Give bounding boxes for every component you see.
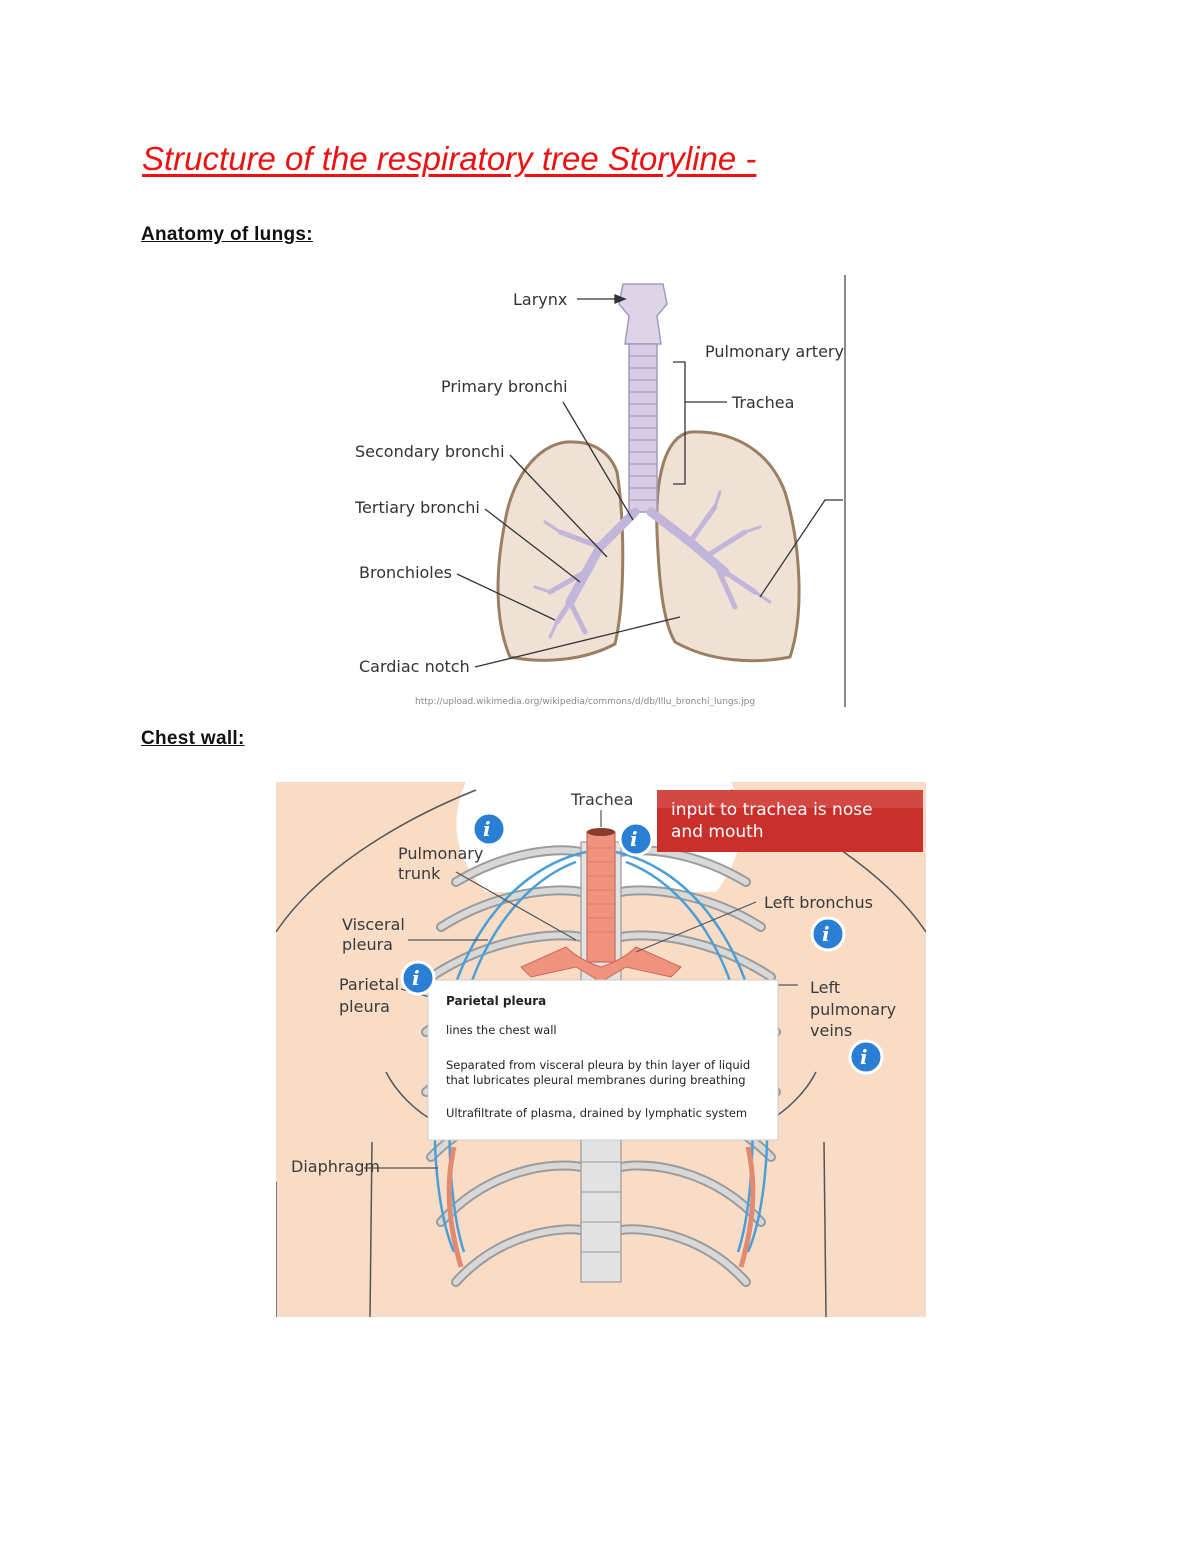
parietal-pleura-popup: Parietal pleura lines the chest wall Sep… xyxy=(427,979,779,1141)
chest-wall-figure: Trachea Pulmonary trunk Visceral pleura … xyxy=(275,782,927,1318)
label-secondary-bronchi: Secondary bronchi xyxy=(355,442,505,461)
chest-label-pulmonary-trunk-line1: Pulmonary xyxy=(398,844,483,863)
chest-label-pulmonary-trunk-line2: trunk xyxy=(398,864,441,883)
info-icon: i xyxy=(483,817,491,841)
info-button-pulmonary-trunk[interactable]: i xyxy=(471,811,507,847)
label-larynx: Larynx xyxy=(513,290,567,309)
chest-label-left-bronchus: Left bronchus xyxy=(764,893,873,912)
info-button-left-bronchus[interactable]: i xyxy=(810,916,846,952)
label-bronchioles: Bronchioles xyxy=(359,563,452,582)
info-button-left-pulmonary-veins[interactable]: i xyxy=(848,1039,884,1075)
info-icon: i xyxy=(860,1045,868,1069)
label-primary-bronchi: Primary bronchi xyxy=(441,377,568,396)
trachea-input-callout: input to trachea is nose and mouth xyxy=(657,790,923,852)
chest-label-left-pulmonary-veins-line2: pulmonary xyxy=(810,1000,896,1019)
section-heading-chest-wall: Chest wall: xyxy=(141,728,245,749)
info-icon: i xyxy=(412,966,420,990)
chest-label-left-pulmonary-veins-line3: veins xyxy=(810,1021,852,1040)
chest-wall-illustration: Trachea Pulmonary trunk Visceral pleura … xyxy=(275,782,927,1318)
label-cardiac-notch: Cardiac notch xyxy=(359,657,470,676)
lungs-illustration: Larynx Pulmonary artery Trachea Primary … xyxy=(345,272,850,710)
chest-label-trachea: Trachea xyxy=(570,790,633,809)
chest-label-diaphragm: Diaphragm xyxy=(291,1157,380,1176)
chest-label-left-pulmonary-veins-line1: Left xyxy=(810,978,840,997)
info-button-parietal-pleura[interactable]: i xyxy=(400,960,436,996)
section-heading-anatomy-of-lungs: Anatomy of lungs: xyxy=(141,224,313,245)
callout-line1: input to trachea is nose xyxy=(671,800,873,820)
info-icon: i xyxy=(822,922,830,946)
info-icon: i xyxy=(630,827,638,851)
label-tertiary-bronchi: Tertiary bronchi xyxy=(354,498,480,517)
chest-label-visceral-pleura-line2: pleura xyxy=(342,935,393,954)
chest-label-parietal-pleura-line1: Parietal xyxy=(339,975,399,994)
popup-line3: Ultrafiltrate of plasma, drained by lymp… xyxy=(446,1106,747,1120)
chest-label-parietal-pleura-line2: pleura xyxy=(339,997,390,1016)
label-trachea: Trachea xyxy=(731,393,794,412)
popup-title: Parietal pleura xyxy=(446,994,546,1008)
info-button-trachea[interactable]: i xyxy=(618,821,654,857)
label-pulmonary-artery: Pulmonary artery xyxy=(705,342,844,361)
callout-line2: and mouth xyxy=(671,822,764,842)
popup-line2a: Separated from visceral pleura by thin l… xyxy=(446,1058,750,1072)
lungs-anatomy-figure: Larynx Pulmonary artery Trachea Primary … xyxy=(345,272,850,710)
popup-line1: lines the chest wall xyxy=(446,1023,557,1037)
chest-label-visceral-pleura-line1: Visceral xyxy=(342,915,405,934)
popup-line2b: that lubricates pleural membranes during… xyxy=(446,1073,746,1087)
image-credit: http://upload.wikimedia.org/wikipedia/co… xyxy=(415,697,755,707)
document-title: Structure of the respiratory tree Storyl… xyxy=(142,140,757,177)
